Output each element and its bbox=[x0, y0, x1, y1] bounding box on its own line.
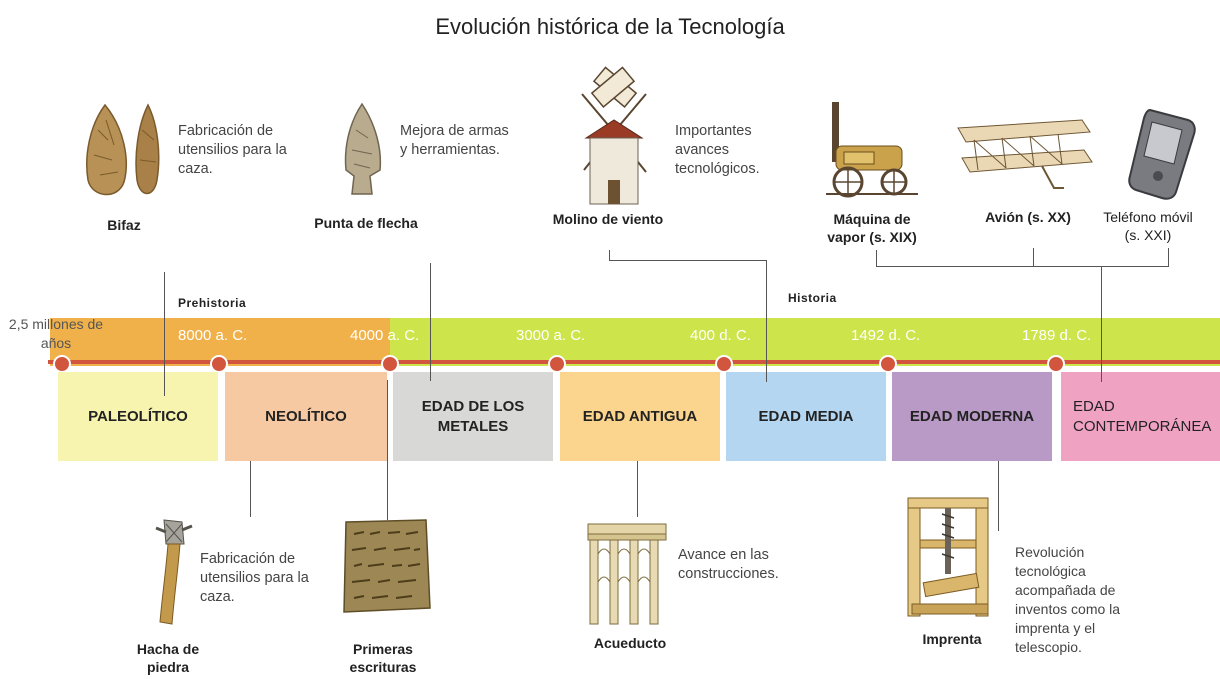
connector-line bbox=[430, 263, 431, 381]
bifaz-caption: Bifaz bbox=[107, 217, 141, 233]
era-media: EDAD MEDIA bbox=[726, 372, 886, 461]
connector-line bbox=[1033, 248, 1034, 266]
airplane-icon bbox=[957, 119, 1093, 189]
date-label: 3000 a. C. bbox=[516, 327, 586, 344]
timeline-dot bbox=[715, 355, 733, 373]
mobile-phone-caption: Teléfono móvil (s. XXI) bbox=[1103, 209, 1193, 243]
connector-line bbox=[609, 260, 766, 261]
stone-axe-desc: Fabricación de utensilios para la caza. bbox=[200, 551, 309, 605]
connector-line bbox=[998, 461, 999, 531]
arrowhead-caption: Punta de flecha bbox=[314, 215, 418, 231]
aqueduct-desc: Avance en las construcciones. bbox=[678, 547, 779, 582]
era-antigua: EDAD ANTIGUA bbox=[560, 372, 720, 461]
connector-line bbox=[876, 266, 1169, 267]
clay-tablet-icon bbox=[343, 519, 431, 613]
date-label: 2,5 millones de años bbox=[8, 316, 104, 351]
aqueduct-caption: Acueducto bbox=[593, 635, 667, 651]
timeline-dot bbox=[1047, 355, 1065, 373]
arrowhead-desc: Mejora de armas y herramientas. bbox=[400, 123, 509, 158]
connector-line bbox=[250, 461, 251, 517]
printing-press-desc: Revolución tecnológica acompañada de inv… bbox=[1015, 544, 1121, 655]
historia-band bbox=[390, 318, 1220, 366]
connector-line bbox=[766, 260, 767, 382]
writings-caption: Primeras escrituras bbox=[349, 641, 417, 675]
steam-engine-caption: Máquina de vapor (s. XIX) bbox=[827, 211, 917, 245]
timeline-dot bbox=[879, 355, 897, 373]
era-contemporanea: EDAD CONTEMPORÁNEA bbox=[1061, 372, 1220, 461]
timeline-axis bbox=[48, 360, 1220, 364]
connector-line bbox=[164, 272, 165, 396]
era-metales: EDAD DE LOS METALES bbox=[393, 372, 553, 461]
airplane-caption: Avión (s. XX) bbox=[985, 209, 1071, 225]
timeline-dot bbox=[381, 355, 399, 373]
section-prehistoria: Prehistoria bbox=[178, 296, 247, 310]
section-historia: Historia bbox=[788, 291, 837, 305]
date-label: 8000 a. C. bbox=[178, 327, 248, 344]
mobile-phone-icon bbox=[1128, 108, 1196, 200]
connector-line bbox=[637, 461, 638, 517]
timeline-dot bbox=[53, 355, 71, 373]
connector-line bbox=[1101, 266, 1102, 382]
connector-line bbox=[1168, 248, 1169, 266]
bifaz-icon bbox=[86, 103, 160, 196]
stone-axe-caption: Hacha de piedra bbox=[136, 641, 200, 675]
printing-press-caption: Imprenta bbox=[922, 631, 982, 647]
connector-line bbox=[609, 250, 610, 260]
date-label: 400 d. C. bbox=[690, 327, 751, 344]
era-neolitico: NEOLÍTICO bbox=[225, 372, 387, 461]
era-moderna: EDAD MODERNA bbox=[892, 372, 1052, 461]
date-label: 1789 d. C. bbox=[1022, 327, 1092, 344]
printing-press-icon bbox=[907, 497, 989, 617]
era-paleolitico: PALEOLÍTICO bbox=[58, 372, 218, 461]
page-title: Evolución histórica de la Tecnología bbox=[435, 14, 785, 39]
windmill-desc: Importantes avances tecnológicos. bbox=[675, 123, 760, 177]
aqueduct-icon bbox=[587, 523, 667, 625]
windmill-caption: Molino de viento bbox=[552, 211, 664, 227]
timeline-dot bbox=[548, 355, 566, 373]
bifaz-desc: Fabricación de utensilios para la caza. bbox=[178, 123, 287, 177]
connector-line bbox=[876, 250, 877, 266]
connector-line bbox=[387, 380, 388, 520]
steam-engine-icon bbox=[826, 102, 918, 198]
timeline-dot bbox=[210, 355, 228, 373]
windmill-icon bbox=[581, 66, 647, 205]
date-label: 1492 d. C. bbox=[851, 327, 921, 344]
date-label: 4000 a. C. bbox=[350, 327, 420, 344]
arrowhead-icon bbox=[344, 102, 382, 195]
stone-axe-icon bbox=[155, 519, 193, 625]
